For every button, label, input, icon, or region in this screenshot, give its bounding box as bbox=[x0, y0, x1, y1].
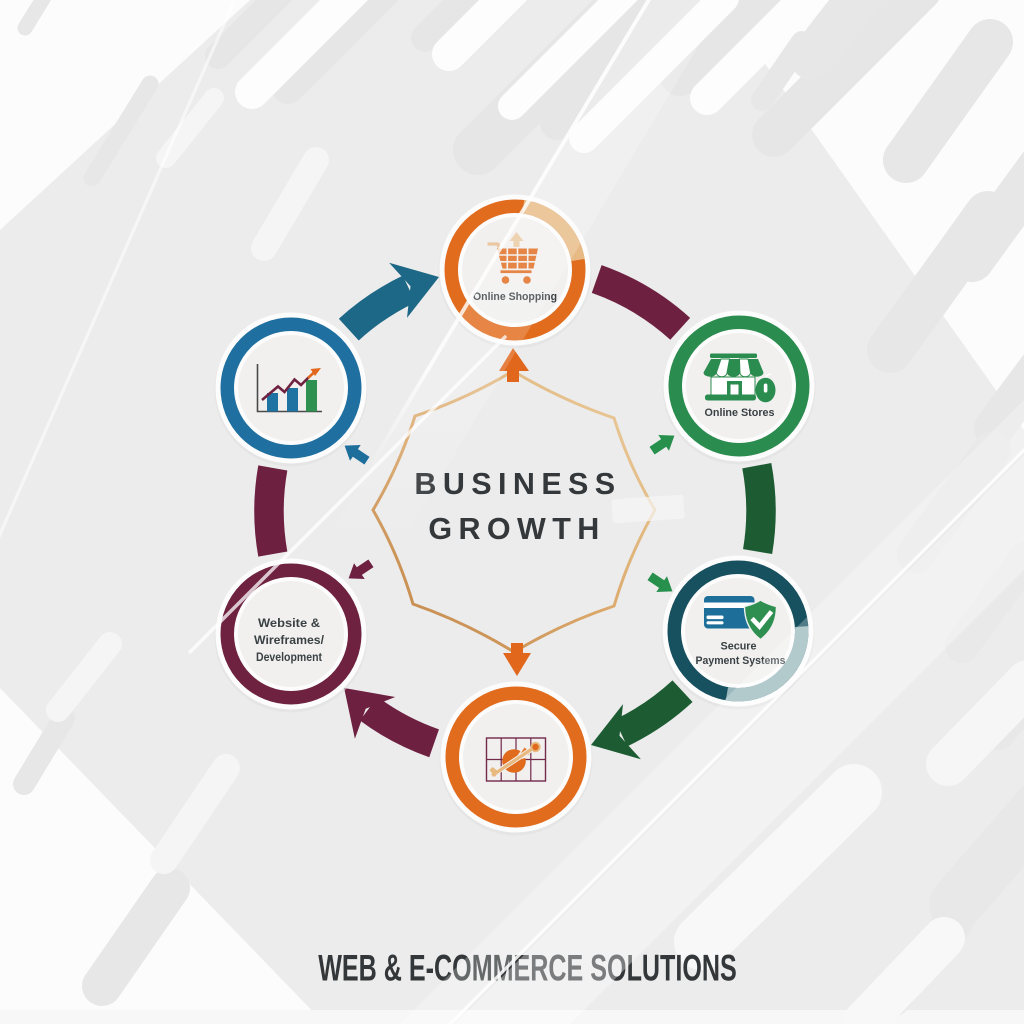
svg-text:WEB & E-COMMERCE SOLUTIONS: WEB & E-COMMERCE SOLUTIONS bbox=[318, 946, 737, 988]
svg-text:BUSINESS: BUSINESS bbox=[414, 467, 621, 501]
svg-text:Payment Systems: Payment Systems bbox=[696, 655, 786, 667]
svg-text:Online Stores: Online Stores bbox=[705, 407, 775, 419]
svg-text:GROWTH: GROWTH bbox=[428, 512, 605, 546]
svg-text:Secure: Secure bbox=[721, 641, 757, 653]
